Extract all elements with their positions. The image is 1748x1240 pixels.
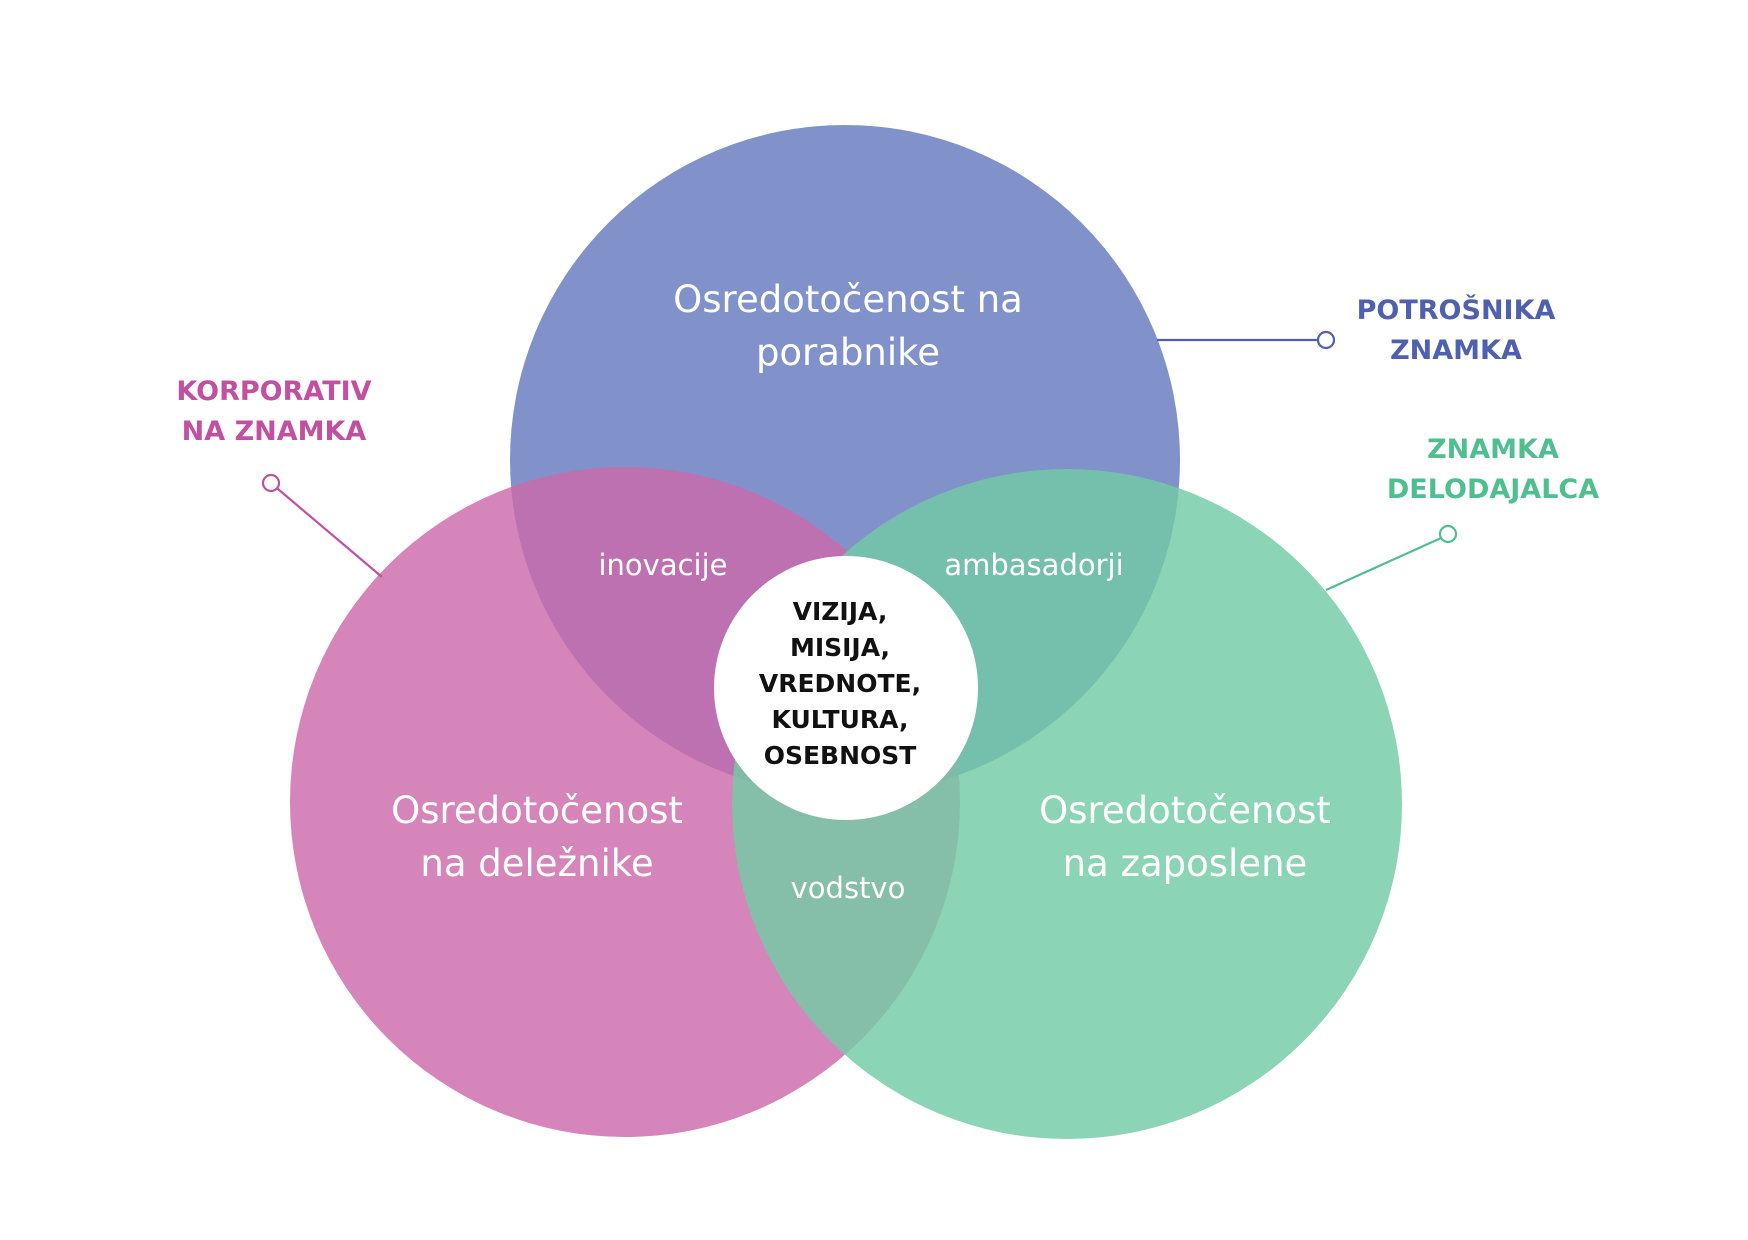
text-line: VIZIJA,: [793, 597, 888, 626]
text-line: POTROŠNIKA: [1357, 294, 1556, 326]
overlap-ambasadorji: ambasadorji: [944, 548, 1123, 582]
callout-line-employer: [1325, 536, 1442, 592]
text-line: OSEBNOST: [764, 741, 917, 770]
callout-dot-employer: [1438, 524, 1458, 544]
callout-label-employer: ZNAMKA DELODAJALCA: [1387, 434, 1599, 505]
text-line: MISIJA,: [790, 633, 890, 662]
text-line: Osredotočenost na: [673, 278, 1023, 321]
text-line: KORPORATIV: [176, 376, 371, 407]
callout-label-corporate: KORPORATIV NA ZNAMKA: [176, 376, 371, 447]
text-line: ZNAMKA: [1427, 434, 1559, 465]
text-line: KULTURA,: [772, 705, 909, 734]
text-line: ZNAMKA: [1390, 335, 1522, 366]
callout-dot-corporate: [261, 473, 281, 493]
overlap-inovacije: inovacije: [598, 548, 727, 582]
circle-title-delezniki: Osredotočenost na deležnike: [391, 789, 683, 885]
circle-title-zaposleni: Osredotočenost na zaposlene: [1039, 789, 1331, 885]
text-line: porabnike: [756, 331, 940, 374]
callout-line-corporate: [271, 483, 383, 578]
text-line: na zaposlene: [1063, 842, 1308, 885]
center-circle: [714, 556, 978, 820]
text-line: na deležnike: [420, 842, 653, 885]
callout-dot-consumer: [1316, 330, 1336, 350]
text-line: VREDNOTE,: [759, 669, 921, 698]
text-line: Osredotočenost: [391, 789, 683, 832]
center-text: VIZIJA, MISIJA, VREDNOTE, KULTURA, OSEBNOST: [759, 597, 921, 770]
text-line: NA ZNAMKA: [182, 416, 367, 447]
overlap-vodstvo: vodstvo: [791, 871, 906, 905]
callout-label-consumer: POTROŠNIKA ZNAMKA: [1357, 294, 1556, 366]
circle-title-porabniki: Osredotočenost na porabnike: [673, 278, 1023, 374]
text-line: DELODAJALCA: [1387, 474, 1599, 505]
text-line: Osredotočenost: [1039, 789, 1331, 832]
